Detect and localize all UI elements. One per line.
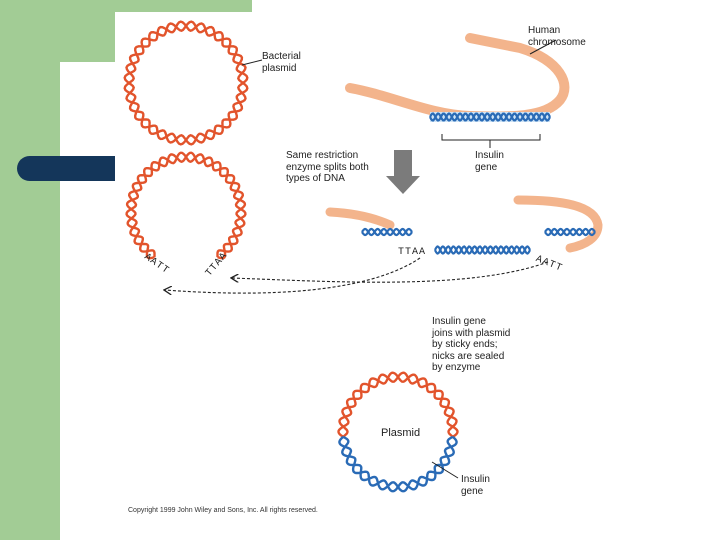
dashed-arrow-gene-left <box>165 257 421 293</box>
human-chromosome <box>345 33 570 122</box>
leader-human-chromosome <box>529 39 557 55</box>
bacterial-plasmid-opened <box>125 151 247 260</box>
dashed-arrow-gene-right <box>232 261 549 283</box>
leader-bacterial-plasmid <box>241 59 263 66</box>
green-accent-left <box>0 0 60 540</box>
dashed-arrow-icon <box>165 257 549 293</box>
label-insulin-gene-bottom: Insulin gene <box>461 474 490 497</box>
label-insulin-gene-top: Insulin gene <box>475 150 504 173</box>
copyright-notice: Copyright 1999 John Wiley and Sons, Inc.… <box>128 507 318 514</box>
leader-lines <box>241 39 557 479</box>
label-insulin-joins: Insulin gene joins with plasmid by stick… <box>432 316 511 373</box>
bacterial-plasmid-intact <box>123 20 249 146</box>
down-arrow-icon <box>386 150 420 194</box>
label-human-chromosome: Human chromosome <box>528 25 586 48</box>
content-corner <box>60 62 120 122</box>
figure-panel <box>115 12 610 522</box>
leader-insulin-bottom <box>431 461 459 479</box>
recombinant-plasmid <box>337 371 459 493</box>
title-bullet-bar <box>17 156 115 181</box>
insulin-bracket <box>441 134 541 141</box>
label-bacterial-plasmid: Bacterial plasmid <box>262 51 301 74</box>
sticky-end-gene-left: TTAA <box>398 247 427 258</box>
label-restriction-enzyme: Same restriction enzyme splits both type… <box>286 150 369 184</box>
chromosome-cut-fragments <box>325 195 603 255</box>
label-plasmid: Plasmid <box>381 427 421 439</box>
